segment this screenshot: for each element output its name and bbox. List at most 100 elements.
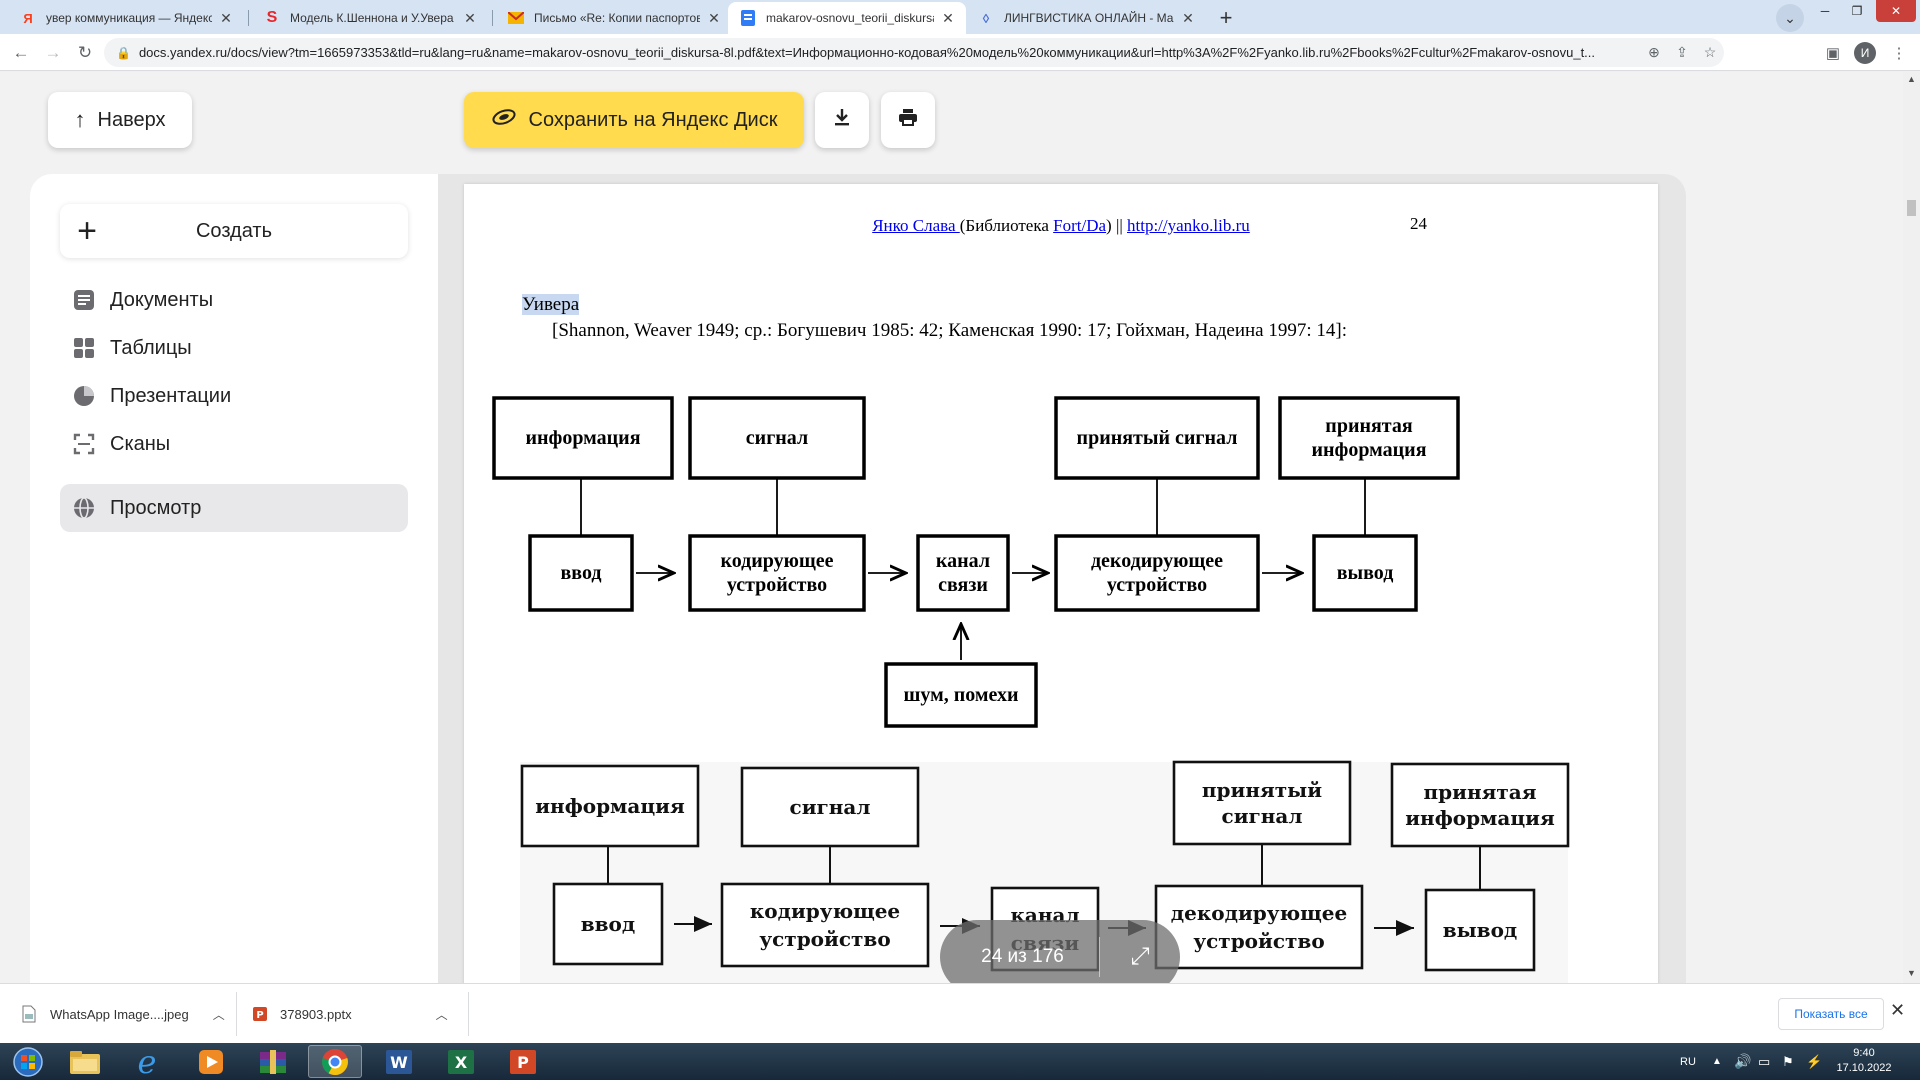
lock-icon[interactable]: 🔒 (116, 45, 131, 60)
winrar-icon[interactable] (246, 1045, 300, 1078)
scan-label-signal: сигнал (789, 795, 871, 819)
start-orb-icon[interactable] (4, 1045, 52, 1078)
sidebar-item-presentations[interactable]: Презентации (60, 372, 408, 420)
back-icon[interactable]: ← (12, 43, 30, 62)
create-button[interactable]: + Создать (60, 204, 408, 258)
power-icon[interactable]: ⚡ (1806, 1053, 1823, 1069)
download-button[interactable] (815, 92, 869, 148)
communication-model-diagram (492, 396, 1460, 728)
share-icon[interactable]: ⇪ (1676, 44, 1688, 60)
scroll-up-button[interactable]: ↑ Наверх (48, 92, 192, 148)
system-clock[interactable]: 9:40 17.10.2022 (1836, 1047, 1892, 1074)
taskbar: e W X P RU ▲ 🔊 ▭ ⚑ ⚡ 9:40 17.10.2022 (0, 1043, 1920, 1080)
scroll-up-arrow-icon[interactable]: ▲ (1907, 74, 1916, 84)
scroll-thumb[interactable] (1907, 200, 1916, 216)
volume-icon[interactable]: 🔊 (1734, 1053, 1752, 1069)
tab-shannon-model[interactable]: S Модель К.Шеннона и У.Увера ✕ (252, 2, 488, 34)
page-header: Янко Слава (Библиотека Fort/Da) || http:… (872, 216, 1250, 235)
forward-icon[interactable]: → (44, 43, 62, 62)
side-panel-icon[interactable]: ▣ (1825, 45, 1841, 62)
close-window-icon[interactable]: ✕ (1876, 0, 1916, 22)
box-input (528, 534, 634, 612)
restore-icon[interactable]: ❐ (1851, 4, 1863, 18)
close-tab-icon[interactable]: ✕ (1182, 9, 1194, 26)
close-tab-icon[interactable]: ✕ (942, 9, 954, 26)
save-to-disk-button[interactable]: Сохранить на Яндекс Диск (464, 92, 804, 148)
library-link[interactable]: Fort/Da (1053, 216, 1107, 235)
document-icon (72, 288, 96, 312)
label-noise: шум, помехи (903, 683, 1019, 706)
author-link[interactable]: Янко Слава (872, 216, 960, 235)
close-shelf-icon[interactable]: ✕ (1890, 1000, 1906, 1020)
svg-text:P: P (517, 1053, 529, 1072)
label-output: вывод (1336, 562, 1394, 584)
sidebar-item-preview[interactable]: Просмотр (60, 484, 408, 532)
tab-search-icon[interactable]: ⌄ (1776, 4, 1804, 32)
scan-label-output: вывод (1442, 918, 1518, 942)
show-all-downloads-button[interactable]: Показать все (1778, 998, 1884, 1030)
sidebar-item-documents[interactable]: Документы (60, 276, 408, 324)
zoom-icon[interactable]: ⊕ (1648, 44, 1660, 60)
media-player-icon[interactable] (184, 1045, 238, 1078)
reload-icon[interactable]: ↻ (77, 43, 93, 62)
minimize-icon[interactable]: ─ (1820, 4, 1830, 18)
scroll-down-arrow-icon[interactable]: ▼ (1907, 968, 1916, 978)
close-tab-icon[interactable]: ✕ (464, 9, 476, 26)
network-icon[interactable]: ▭ (1758, 1053, 1771, 1069)
tab-active-document[interactable]: makarov-osnovu_teorii_diskursa ✕ (728, 2, 966, 34)
print-button[interactable] (881, 92, 935, 148)
arrow-up-icon: ↑ (74, 107, 86, 132)
label-input: ввод (560, 562, 602, 584)
download-icon (834, 108, 850, 132)
address-bar[interactable]: 🔒 docs.yandex.ru/docs/view?tm=1665973353… (104, 38, 1724, 67)
site-link[interactable]: http://yanko.lib.ru (1127, 216, 1250, 235)
tab-linguistics[interactable]: ◊ ЛИНГВИСТИКА ОНЛАЙН - Мак ✕ (966, 2, 1206, 34)
profile-avatar[interactable]: И (1854, 42, 1876, 64)
box-signal (688, 396, 866, 480)
svg-text:W: W (390, 1053, 408, 1072)
sidebar-item-tables[interactable]: Таблицы (60, 324, 408, 372)
explorer-icon[interactable] (58, 1045, 112, 1078)
box-received-information (1278, 396, 1460, 480)
scan-label-input: ввод (580, 912, 636, 936)
s-icon: S (266, 9, 278, 26)
plus-icon: + (77, 211, 97, 250)
chevron-up-icon[interactable]: ︿ (435, 1007, 448, 1022)
tab-strip: Я увер коммуникация — Яндекс ✕ S Модель … (0, 0, 1920, 34)
word-icon[interactable]: W (372, 1045, 426, 1078)
tray-expand-icon[interactable]: ▲ (1712, 1056, 1722, 1067)
yandex-icon: Я (23, 10, 33, 26)
label-information: информация (525, 427, 641, 449)
download-item[interactable]: WhatsApp Image....jpeg ︿ (22, 994, 225, 1034)
box-decoder (1054, 534, 1260, 612)
chevron-up-icon[interactable]: ︿ (212, 1007, 225, 1022)
scrollbar[interactable]: ▲ ▼ (1903, 72, 1920, 983)
label-signal: сигнал (745, 427, 809, 449)
mail-icon (508, 10, 524, 26)
url-text[interactable]: docs.yandex.ru/docs/view?tm=1665973353&t… (138, 45, 1596, 60)
sidebar: + Создать Документы Таблицы Презентации (30, 174, 438, 983)
page-number: 24 (1410, 214, 1427, 233)
sidebar-item-scans[interactable]: Сканы (60, 420, 408, 468)
menu-kebab-icon[interactable]: ⋮ (1891, 45, 1907, 62)
action-center-icon[interactable]: ⚑ (1782, 1053, 1794, 1069)
new-tab-button[interactable]: + (1219, 5, 1233, 30)
svg-text:X: X (455, 1053, 468, 1072)
download-item[interactable]: P 378903.pptx ︿ (252, 994, 448, 1034)
scan-label-received-information: принятая информация (1405, 780, 1555, 830)
language-indicator[interactable]: RU (1680, 1055, 1696, 1068)
chrome-icon[interactable] (308, 1045, 362, 1078)
scan-icon (72, 432, 96, 456)
fullscreen-icon[interactable]: ⤢ (1130, 943, 1150, 970)
close-tab-icon[interactable]: ✕ (220, 9, 232, 26)
svg-text:P: P (256, 1010, 263, 1021)
scan-label-information: информация (535, 794, 685, 818)
ie-icon[interactable]: e (137, 1042, 157, 1080)
tab-yandex-search[interactable]: Я увер коммуникация — Яндекс ✕ (8, 2, 244, 34)
tab-mail[interactable]: Письмо «Re: Копии паспортов» ✕ (496, 2, 732, 34)
powerpoint-icon[interactable]: P (496, 1045, 550, 1078)
excel-icon[interactable]: X (434, 1045, 488, 1078)
bookmark-star-icon[interactable]: ☆ (1703, 44, 1717, 60)
label-decoder: декодирующее устройство (1090, 550, 1224, 596)
close-tab-icon[interactable]: ✕ (708, 9, 720, 26)
